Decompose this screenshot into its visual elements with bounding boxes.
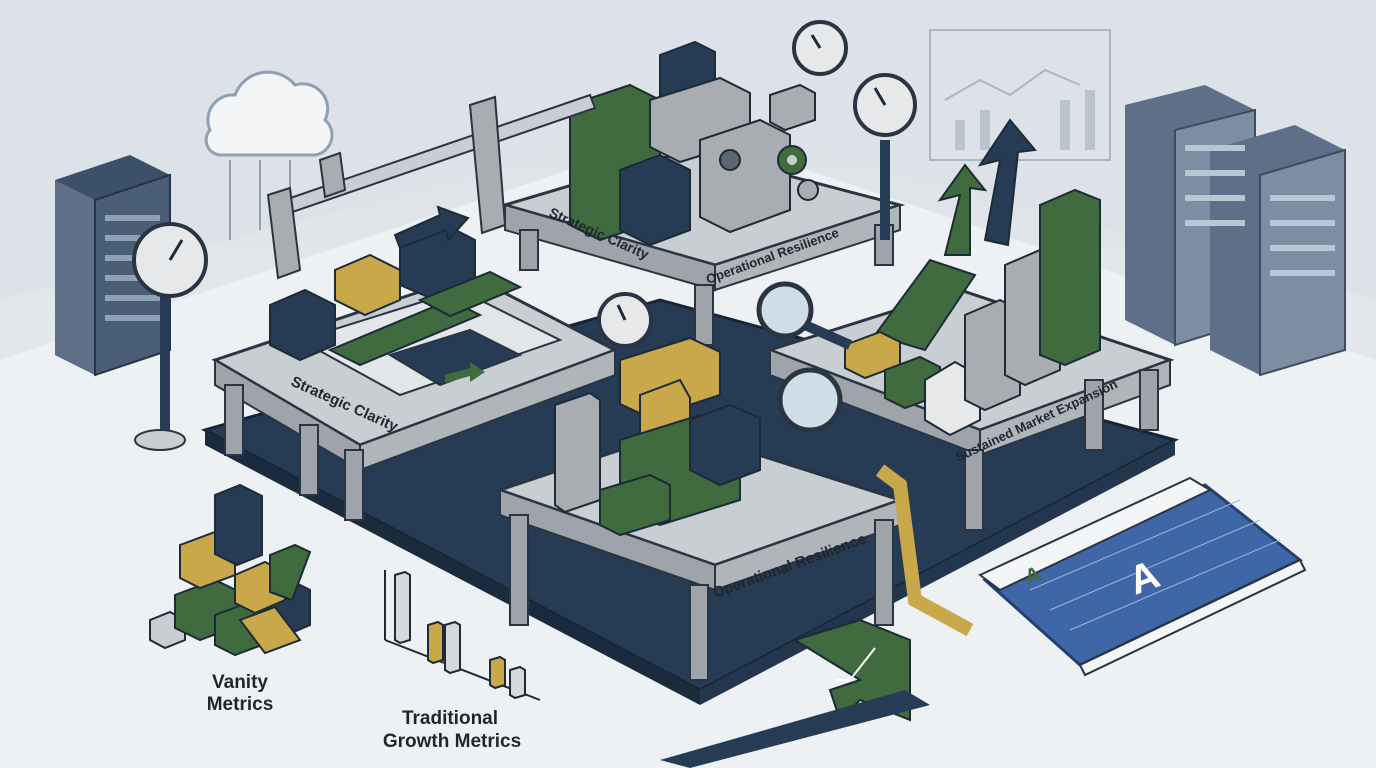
- growth-bars-right: [844, 118, 1101, 437]
- gauge-icon: [792, 20, 848, 76]
- magnifier-icon: [756, 281, 853, 350]
- vanity-metrics-pile: [149, 483, 312, 657]
- gauge-icon: [597, 292, 653, 348]
- caption-vanity-line1: Vanity: [212, 672, 268, 693]
- caption-traditional-line1: Traditional: [402, 708, 498, 729]
- traditional-growth-chart: [384, 570, 541, 701]
- puzzle-blocks-top: [569, 40, 816, 247]
- caption-vanity-line2: Metrics: [207, 694, 274, 715]
- path-arrow-icon: [835, 647, 876, 681]
- magnifier-icon: [777, 367, 909, 470]
- caliper-tool: [266, 93, 597, 280]
- gear-icon: [777, 145, 819, 201]
- platform-left: [211, 273, 619, 521]
- caption-traditional-line2: Growth Metrics: [383, 731, 521, 752]
- navy-path: [660, 690, 930, 768]
- gold-conduit: [875, 464, 974, 637]
- gauge-icon: [853, 73, 917, 240]
- back-wall: [0, 0, 1376, 300]
- bars-left-platform: [269, 205, 523, 367]
- cloud-icon: [204, 70, 334, 250]
- gauge-icon: [132, 222, 208, 451]
- green-path: [792, 618, 911, 722]
- server-rack-left: [55, 155, 171, 377]
- server-rack-right: [1125, 85, 1346, 377]
- blueprint-roll: [978, 476, 1307, 677]
- puzzle-blocks-front: [554, 336, 761, 537]
